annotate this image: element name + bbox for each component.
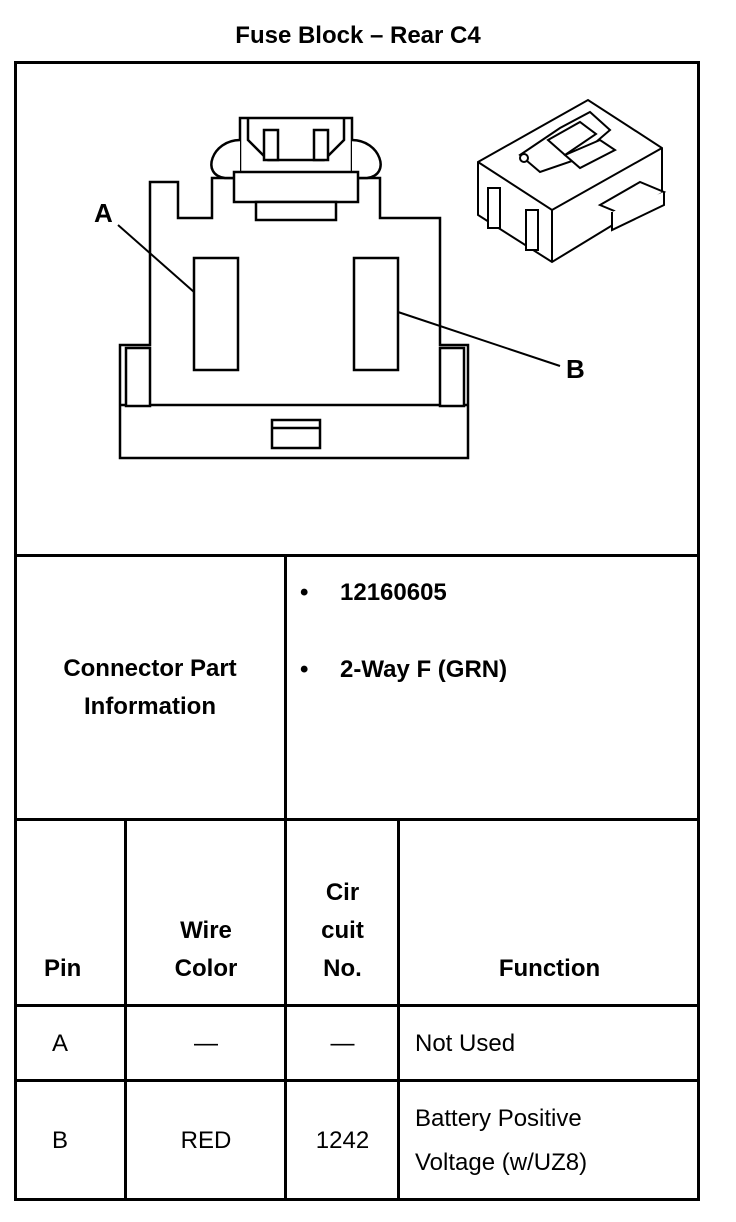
table-row-a-pin: A: [52, 1029, 69, 1057]
part-number: 12160605: [340, 579, 447, 606]
table-row-a-function: Not Used: [415, 1029, 516, 1057]
table-row-b-circuit: 1242: [315, 1127, 370, 1154]
connector-part-info-label: Connector Part Information: [14, 556, 286, 820]
connector-isometric-view: [477, 98, 667, 264]
page-title: Fuse Block – Rear C4: [235, 22, 481, 49]
table-row-b-function: Battery Positive Voltage (w/UZ8): [415, 1105, 588, 1176]
bullet-icon: •: [300, 579, 309, 606]
table-row-a-circuit: —: [330, 1029, 355, 1057]
list-item: • 12160605: [300, 575, 507, 611]
divider-table-header: [14, 1004, 700, 1007]
callout-b-label: B: [566, 354, 585, 384]
bullet-icon: •: [300, 656, 309, 683]
divider-col-pin: [124, 820, 127, 1201]
table-row-b-wire-color: RED: [180, 1127, 232, 1154]
connector-face-view: [118, 116, 470, 460]
connector-part-info-line2: Information: [83, 693, 216, 720]
connector-sheet-frame: [14, 61, 700, 1201]
header-pin: Pin: [44, 955, 82, 982]
table-row-b-pin: B: [52, 1127, 69, 1154]
callout-lines: [117, 224, 561, 367]
terminal-a: [192, 256, 240, 372]
divider-diagram: [14, 554, 700, 557]
header-circuit-no: Cir cuit No.: [321, 879, 364, 982]
header-function: Function: [498, 955, 601, 982]
terminal-b: [352, 256, 400, 372]
callout-a-label: A: [94, 198, 113, 228]
divider-info-column: [284, 556, 287, 820]
divider-col-circuit: [397, 820, 400, 1201]
divider-row-a: [14, 1079, 700, 1082]
divider-info: [14, 818, 700, 821]
connector-part-info-line1: Connector Part: [63, 655, 237, 682]
divider-col-color: [284, 820, 287, 1201]
list-item: • 2-Way F (GRN): [300, 652, 507, 688]
table-row-a-wire-color: —: [194, 1029, 218, 1057]
header-wire-color: Wire Color: [174, 917, 238, 982]
connector-description: 2-Way F (GRN): [340, 656, 508, 683]
connector-part-list: • 12160605 • 2-Way F (GRN): [300, 575, 507, 729]
connector-diagram: [117, 98, 667, 460]
